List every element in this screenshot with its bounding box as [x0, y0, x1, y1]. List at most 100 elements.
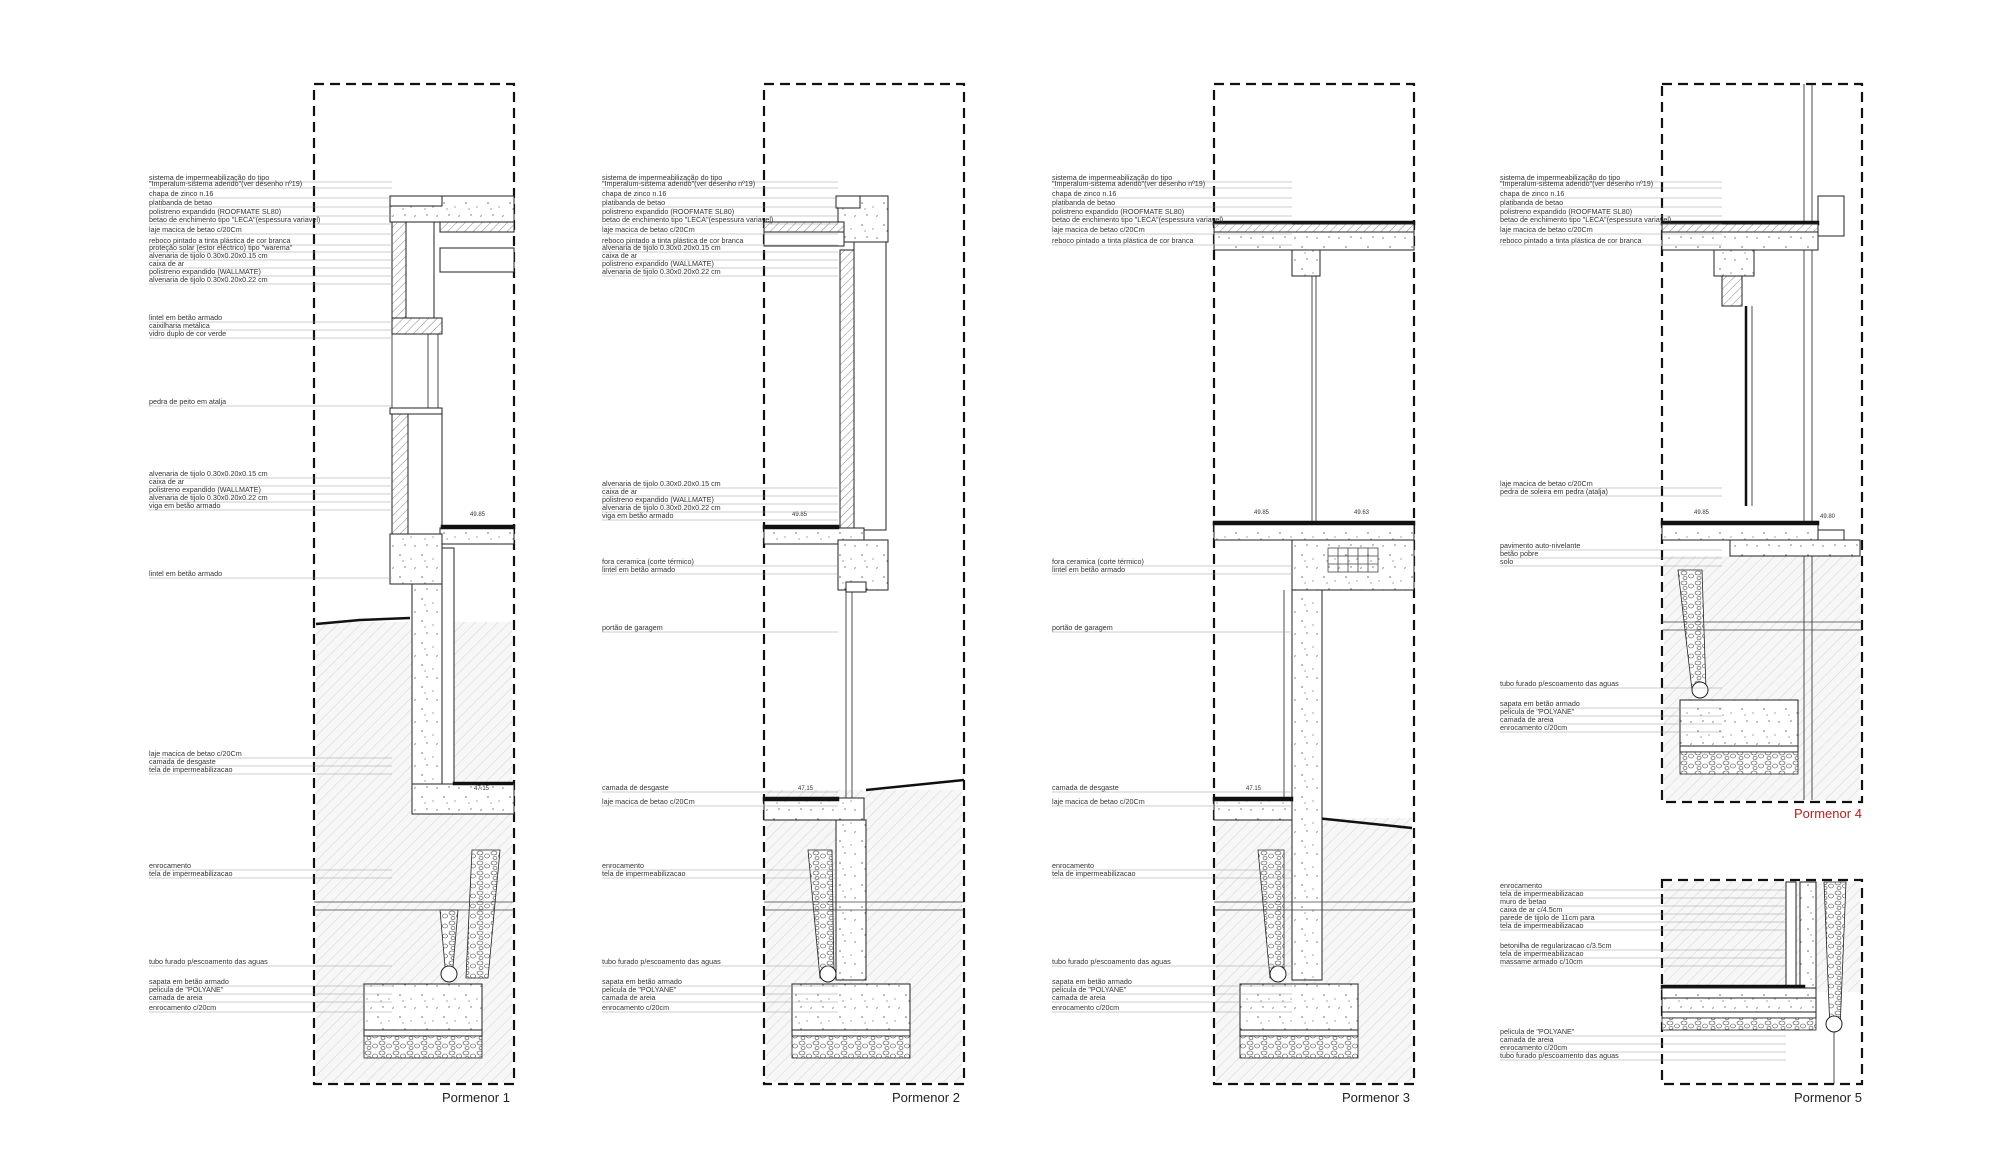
ceramic-thermal-break — [845, 581, 867, 593]
annotation-label: tubo furado p/escoamento das aguas — [1052, 957, 1171, 966]
roof-slab — [1661, 223, 1819, 233]
brick-wall — [1785, 881, 1797, 995]
level-marker: 49.85 — [792, 512, 808, 518]
annotation-label: polistreno expandido (WALLMATE) — [149, 485, 261, 494]
wall-outer — [839, 249, 855, 531]
zinc-flashing — [389, 195, 443, 207]
annotation-label: caixa de ar c/4.5cm — [1500, 905, 1562, 914]
annotation-label: pelicula de "POLYANE" — [602, 985, 677, 994]
annotation-label: betao de enchimento tipo "LECA"(espessur… — [1052, 215, 1223, 224]
annotation-label: caixa de ar — [149, 259, 185, 268]
wall-inner — [853, 241, 887, 531]
annotation-label: "Imperalum-sistema aderido"(ver desenho … — [1052, 179, 1205, 188]
zinc-flashing — [835, 195, 861, 209]
upper-wall-inner — [405, 221, 435, 319]
annotation-label: betao de enchimento tipo "LECA"(espessur… — [1500, 215, 1671, 224]
sand-layer — [791, 1029, 911, 1037]
drain-pipe — [819, 965, 837, 983]
roof-structure — [1661, 231, 1819, 251]
floor-finish — [762, 524, 840, 530]
annotation-label: "Imperalum-sistema aderido"(ver desenho … — [1500, 179, 1653, 188]
drain-pipe — [1691, 681, 1709, 699]
sand-layer — [363, 1029, 483, 1037]
annotation-label: alvenaria de tijolo 0.30x0.20x0.22 cm — [602, 267, 721, 276]
annotation-label: alvenaria de tijolo 0.30x0.20x0.15 cm — [149, 469, 268, 478]
level-marker: 49.85 — [470, 512, 486, 518]
floor-slab — [439, 527, 515, 545]
wear-layer — [452, 781, 514, 786]
drainage-gravel — [465, 849, 501, 979]
annotation-label: laje macica de betao c/20Cm — [1052, 225, 1145, 234]
annotation-label: enrocamento — [149, 861, 191, 870]
annotation-label: enrocamento c/20cm — [1500, 1043, 1567, 1052]
annotation-label: tubo furado p/escoamento das aguas — [1500, 679, 1619, 688]
annotation-label: portão de garagem — [602, 623, 663, 632]
annotation-label: laje macica de betao c/20Cm — [602, 225, 695, 234]
annotation-label: pelicula de "POLYANE" — [1500, 707, 1575, 716]
annotation-label: pedra de peito em atalja — [149, 397, 226, 406]
annotation-label: pelicula de "POLYANE" — [149, 985, 224, 994]
annotation-label: sapata em betão armado — [1500, 699, 1580, 708]
footing — [363, 983, 483, 1031]
annotation-label: pavimento auto-nivelante — [1500, 541, 1580, 550]
annotation-label: vidro duplo de cor verde — [149, 329, 226, 338]
annotation-label: muro de betao — [1500, 897, 1546, 906]
detail-title: Pormenor 3 — [1342, 1090, 1410, 1105]
annotation-label: reboco pintado a tinta plástica de cor b… — [1500, 236, 1641, 245]
annotation-label: laje macica de betao c/20Cm — [1500, 225, 1593, 234]
label-column: sistema de impermeabilização do tipo"Imp… — [149, 173, 392, 1013]
level-marker: 49.63 — [1354, 510, 1370, 516]
gravel-bed — [791, 1035, 911, 1059]
annotation-label: lintel em betão armado — [602, 565, 675, 574]
window-glazing — [391, 333, 439, 409]
floor-finish — [1660, 520, 1820, 526]
annotation-label: tela de impermeabilizacao — [1500, 889, 1584, 898]
annotation-label: tela de impermeabilizacao — [1500, 921, 1584, 930]
annotation-label: parede de tijolo de 11cm para — [1500, 913, 1595, 922]
footing — [1239, 983, 1359, 1031]
level-marker: 49.85 — [1254, 510, 1270, 516]
detail-frame — [1660, 82, 1864, 804]
annotation-label: laje macica de betao c/20Cm — [602, 797, 695, 806]
annotation-label: reboco pintado a tinta plástica de cor b… — [149, 236, 290, 245]
annotation-label: alvenaria de tijolo 0.30x0.20x0.15 cm — [602, 243, 721, 252]
upper-wall-outer — [391, 221, 407, 319]
sunshade-box — [439, 247, 515, 273]
ground-line — [1315, 816, 1413, 830]
annotation-label: camada de areia — [1500, 1035, 1554, 1044]
annotation-label: enrocamento c/20cm — [602, 1003, 669, 1012]
annotation-label: lintel em betão armado — [1052, 565, 1125, 574]
retaining-wall — [1799, 881, 1817, 995]
lintel-beam — [1291, 539, 1415, 591]
annotation-label: polistreno expandido (WALLMATE) — [602, 259, 714, 268]
annotation-label: alvenaria de tijolo 0.30x0.20x0.15 cm — [149, 251, 268, 260]
annotation-label: viga em betão armado — [149, 501, 221, 510]
gravel-bed — [363, 1035, 483, 1059]
sill-stone — [389, 407, 443, 415]
label-column: sistema de impermeabilização do tipo"Imp… — [1052, 173, 1292, 1013]
annotation-label: sapata em betão armado — [149, 977, 229, 986]
label-column: sistema de impermeabilização do tipo"Imp… — [602, 173, 838, 1013]
annotation-label: chapa de zinco n.16 — [1052, 189, 1116, 198]
screed — [1661, 987, 1817, 999]
annotation-label: tubo furado p/escoamento das aguas — [1500, 1051, 1619, 1060]
sand-layer — [1679, 745, 1799, 753]
detail-title: Pormenor 1 — [442, 1090, 510, 1105]
annotation-label: polistreno expandido (ROOFMATE SL80) — [602, 207, 734, 216]
roof-insulation — [763, 231, 845, 247]
annotation-label: tela de impermeabilizacao — [1500, 949, 1584, 958]
annotation-label: camada de areia — [602, 993, 656, 1002]
annotation-label: betonilha de regularizacao c/3.5cm — [1500, 941, 1611, 950]
annotation-label: reboco pintado a tinta plástica de cor b… — [1052, 236, 1193, 245]
roof-structure — [1213, 231, 1415, 251]
annotation-label: alvenaria de tijolo 0.30x0.20x0.22 cm — [602, 503, 721, 512]
foundation-wall — [411, 583, 443, 809]
annotation-label: platibanda de betao — [149, 198, 212, 207]
detail-frame — [312, 82, 516, 1086]
lintel — [391, 317, 443, 335]
annotation-label: platibanda de betao — [602, 198, 665, 207]
floor-finish — [1212, 520, 1416, 526]
floor-slab — [1213, 523, 1415, 541]
wear-layer — [762, 796, 840, 802]
